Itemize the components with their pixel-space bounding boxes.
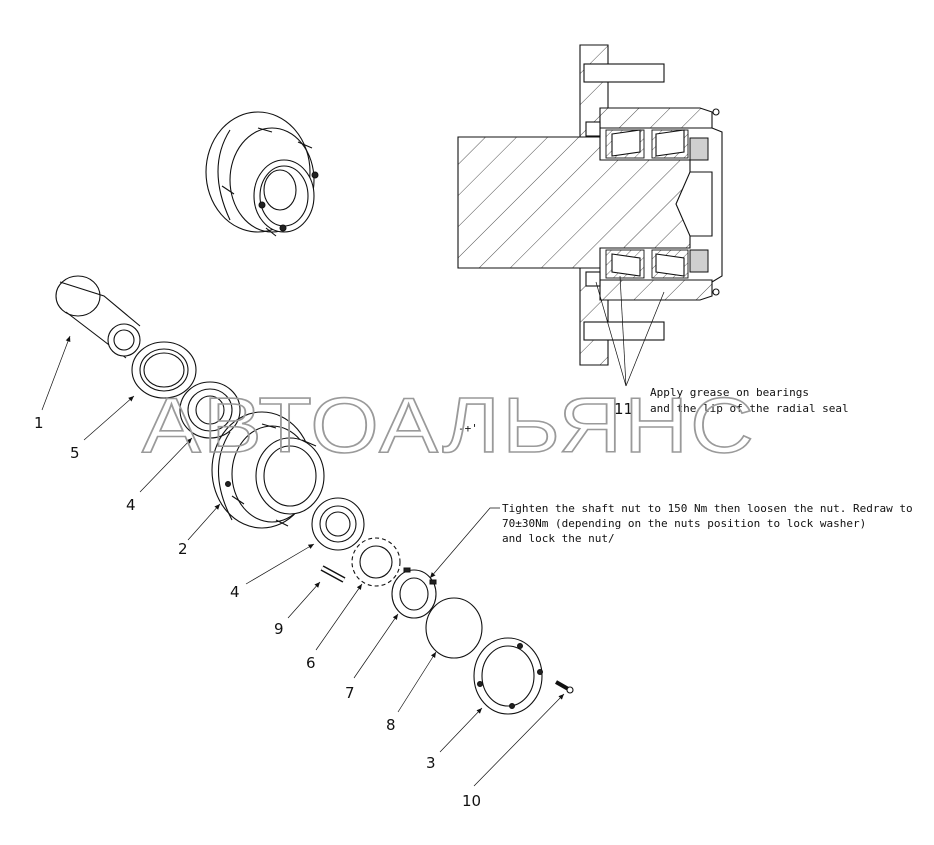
part-3-hub-cap [473, 637, 543, 715]
note-grease-line1: Apply grease on bearings [650, 386, 809, 399]
callout-7: 7 [345, 684, 355, 702]
part-2-hub [211, 411, 325, 529]
shaft-section [457, 136, 691, 269]
shaft-end-cone [675, 171, 713, 237]
hub-nut-upper [689, 137, 709, 161]
callout-5: 5 [70, 444, 80, 462]
callout-10: 10 [462, 792, 481, 810]
bearing-lower-outer [651, 249, 689, 279]
cap-screw-lower [712, 288, 720, 296]
note-nut-line2: 70±30Nm (depending on the nuts position … [502, 517, 866, 530]
bearing-lower-inner [605, 249, 645, 279]
watermark: АВТОАЛЬЯНС [142, 381, 756, 469]
leader-11 [595, 275, 665, 387]
part-10-screw [555, 680, 574, 694]
callout-2: 2 [178, 540, 188, 558]
part-1-spindle [55, 275, 141, 359]
callout-6: 6 [306, 654, 316, 672]
wheel-stud-upper [583, 63, 665, 83]
callout-11: 11 [614, 400, 633, 418]
annotation-notes: Apply grease on bearings and the lip of … [458, 386, 913, 545]
note-nut-line3: and lock the nut/ [502, 532, 615, 545]
hub-nut-lower [689, 249, 709, 273]
callout-labels: 1 5 4 2 4 9 6 7 8 3 10 11 [34, 400, 633, 810]
part-4-bearing-inner [179, 381, 241, 439]
callout-3: 3 [426, 754, 436, 772]
leader-lines [41, 335, 565, 787]
note-grease-line2: and the lip of the radial seal [650, 402, 849, 415]
part-9-pin [320, 565, 346, 583]
cap-screw-upper [712, 108, 720, 116]
part-5-seal [131, 341, 197, 399]
assembled-hub-view [205, 111, 319, 237]
hub-cross-section [457, 44, 723, 387]
stray-mark: -+' [458, 422, 478, 435]
callout-1: 1 [34, 414, 44, 432]
callout-9: 9 [274, 620, 284, 638]
part-6-lock-washer [351, 537, 401, 587]
note-nut-line1: Tighten the shaft nut to 150 Nm then loo… [502, 502, 913, 515]
hub-body-lower [599, 279, 713, 301]
callout-4a: 4 [126, 496, 136, 514]
part-4-bearing-outer [311, 497, 365, 551]
hub-cap-outline [711, 127, 723, 283]
part-8-o-ring [425, 597, 483, 659]
callout-4b: 4 [230, 583, 240, 601]
radial-seal-lower [585, 271, 601, 287]
bearing-upper-inner [605, 129, 645, 159]
callout-8: 8 [386, 716, 396, 734]
wheel-stud-lower [583, 321, 665, 341]
bearing-upper-outer [651, 129, 689, 159]
hub-body-upper [599, 107, 713, 129]
radial-seal-upper [585, 121, 601, 137]
part-7-nut [391, 567, 437, 619]
